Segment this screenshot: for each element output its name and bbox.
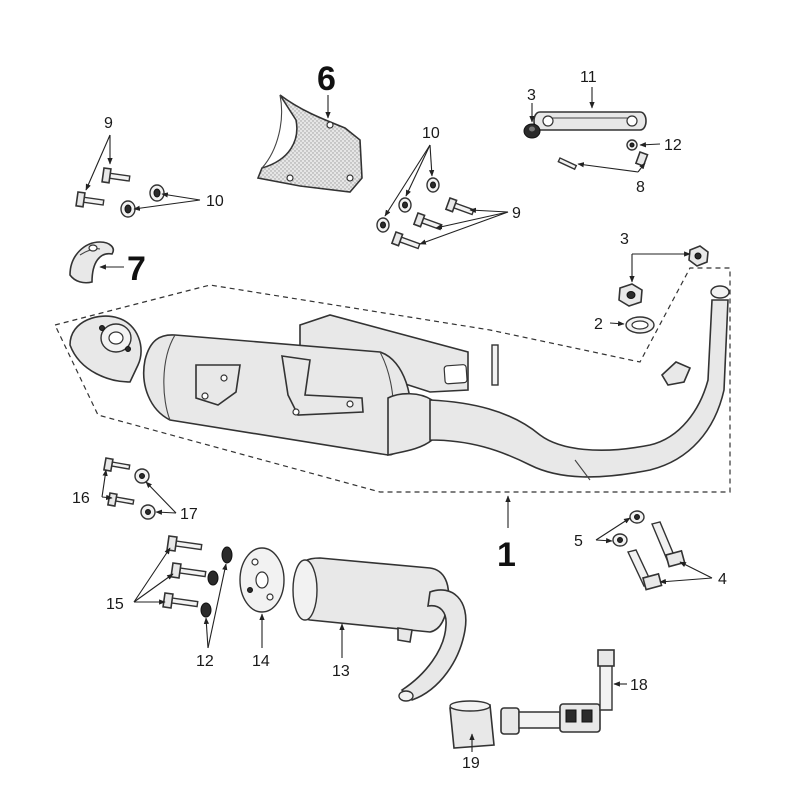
callout-2: 2 <box>594 316 603 333</box>
callout-10-left: 10 <box>206 193 224 210</box>
leader-lines <box>85 87 713 752</box>
bolt-16-upper <box>102 457 131 472</box>
screw-9-e <box>390 230 421 250</box>
callout-4: 4 <box>718 571 727 588</box>
nut-3-right-upper <box>688 245 709 267</box>
washer-10-b <box>120 200 136 218</box>
muffler-13 <box>292 557 467 702</box>
callout-13: 13 <box>332 663 350 680</box>
gasket-2 <box>625 316 655 334</box>
callout-9-left: 9 <box>104 115 113 132</box>
assembly-outline <box>54 267 731 493</box>
sensor-18 <box>500 649 615 735</box>
nut-3-right-lower <box>618 283 643 307</box>
callout-1: 1 <box>497 536 516 574</box>
small-cover-part <box>69 241 115 284</box>
washers-12-lower <box>200 546 233 618</box>
exhaust-assembly-part <box>69 285 730 481</box>
callout-15: 15 <box>106 596 124 613</box>
callout-18: 18 <box>630 677 648 694</box>
callout-12-lower: 12 <box>196 653 214 670</box>
bracket-11-part <box>533 111 647 131</box>
callout-14: 14 <box>252 653 270 670</box>
callout-5: 5 <box>574 533 583 550</box>
nut-3-top <box>523 123 541 139</box>
washer-17-upper <box>134 468 150 484</box>
callout-9-center: 9 <box>512 205 521 222</box>
boot-19 <box>449 700 495 749</box>
washer-10-e <box>376 217 390 233</box>
gasket-plate-14 <box>239 547 285 613</box>
callout-12-top: 12 <box>664 137 682 154</box>
callout-6: 6 <box>317 60 336 98</box>
callout-labels: 1 2 3 3 4 5 6 7 8 9 9 10 10 11 12 12 13 … <box>72 60 727 772</box>
callout-16: 16 <box>72 490 90 507</box>
center-screw-group <box>376 177 475 250</box>
washer-12-top <box>626 139 638 151</box>
callout-19: 19 <box>462 755 480 772</box>
left-screw-group <box>75 167 165 218</box>
callout-11: 11 <box>580 69 597 86</box>
bolts-8 <box>557 150 649 171</box>
screw-9-c <box>444 196 475 216</box>
washer-17-lower <box>140 504 156 520</box>
callout-8: 8 <box>636 179 645 196</box>
screw-9-upper <box>101 167 131 184</box>
bolts-4 <box>627 521 686 591</box>
washer-10-c <box>426 177 440 193</box>
washer-10-a <box>149 184 165 202</box>
heat-shield-part <box>256 94 363 193</box>
callout-7: 7 <box>127 250 146 288</box>
bolt-16-lower <box>106 492 135 507</box>
callout-3-top: 3 <box>527 87 536 104</box>
callout-10-center: 10 <box>422 125 440 142</box>
screw-9-lower <box>75 191 105 208</box>
callout-17: 17 <box>180 506 198 523</box>
washer-10-d <box>398 197 412 213</box>
bolts-15 <box>162 535 207 609</box>
screw-9-d <box>412 211 443 231</box>
washers-5 <box>612 510 645 547</box>
callout-3-right: 3 <box>620 231 629 248</box>
